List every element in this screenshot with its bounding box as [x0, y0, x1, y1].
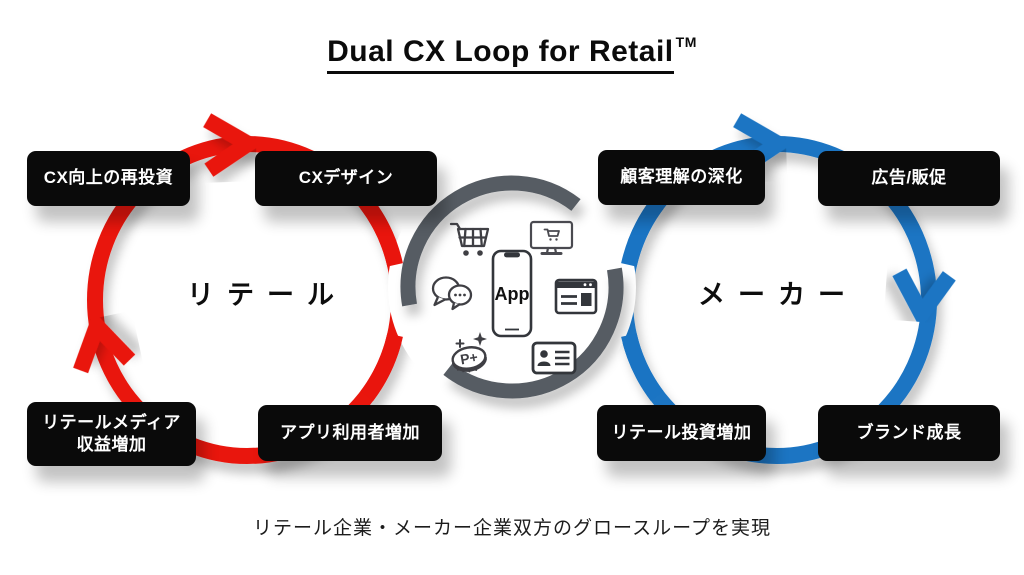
point-coin-icon: P+ [451, 332, 487, 373]
retail-loop-top-arrow-icon [203, 113, 264, 177]
node-retail-media-revenue: リテールメディア 収益増加 [27, 402, 196, 466]
point-label: P+ [459, 349, 479, 368]
footer-caption: リテール企業・メーカー企業双方のグロースループを実現 [253, 518, 771, 539]
maker-loop-upper-segment [621, 199, 664, 267]
trademark-symbol: TM [675, 34, 697, 50]
phone-notch [504, 252, 520, 258]
hub-ring-left-arc [400, 175, 581, 307]
node-cx-reinvestment: CX向上の再投資 [27, 151, 190, 206]
retail-loop-upper-segment [360, 199, 403, 267]
maker-loop-lower-segment [621, 333, 664, 401]
member-card-icon [531, 341, 577, 375]
node-app-users-growth: アプリ利用者増加 [258, 405, 442, 461]
hub-ring-right-arc [443, 267, 624, 399]
retail-loop-left-arrow-icon [73, 311, 136, 374]
node-brand-growth: ブランド成長 [818, 405, 1000, 461]
web-media-icon [554, 278, 598, 315]
retail-loop-label: リテール [187, 280, 347, 310]
app-label: App [495, 284, 530, 304]
app-phone-icon: App [491, 249, 533, 338]
online-shop-icon [529, 220, 574, 255]
node-ads-promotion: 広告/販促 [818, 151, 1000, 206]
maker-loop-label: メーカー [698, 280, 858, 310]
node-cx-design: CXデザイン [255, 151, 437, 206]
maker-loop-right-arrow-icon [892, 268, 956, 330]
node-customer-understanding: 顧客理解の深化 [598, 150, 765, 205]
chat-icon [431, 276, 473, 311]
cart-icon [449, 222, 490, 256]
retail-loop-lower-segment [360, 333, 403, 401]
title-text: Dual CX Loop for Retail [327, 35, 674, 74]
node-retail-investment: リテール投資増加 [597, 405, 766, 461]
